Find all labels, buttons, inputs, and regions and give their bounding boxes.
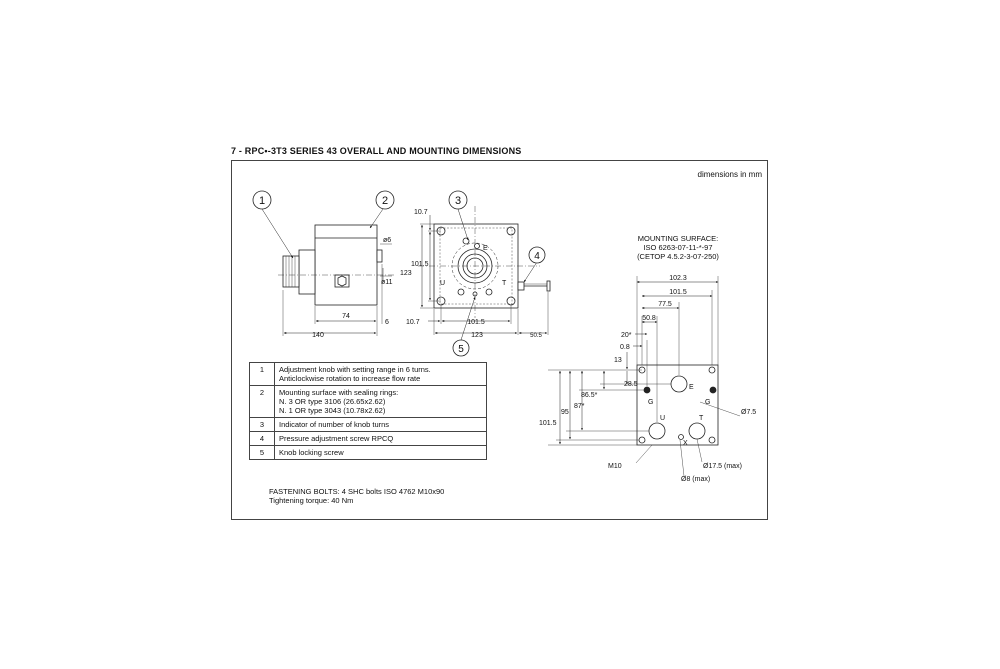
legend-row: 5 Knob locking screw (249, 445, 487, 460)
legend-number: 2 (249, 385, 275, 418)
legend-number: 3 (249, 417, 275, 432)
units-note: dimensions in mm (697, 170, 762, 179)
dim-mount-101-5-v: 101.5 (539, 420, 557, 427)
callout-2: 2 (382, 195, 388, 207)
fastening-note: FASTENING BOLTS: 4 SHC bolts ISO 4762 M1… (269, 487, 444, 505)
callout-circle-5 (452, 339, 470, 357)
legend-row: 1 Adjustment knob with setting range in … (249, 362, 487, 386)
fastening-bolts: FASTENING BOLTS: 4 SHC bolts ISO 4762 M1… (269, 487, 445, 496)
port-mount-e: E (689, 384, 694, 391)
legend-number: 5 (249, 445, 275, 460)
dim-side-d6: ø6 (383, 237, 391, 244)
dim-side-6: 6 (385, 319, 389, 326)
tightening-torque: Tightening torque: 40 Nm (269, 496, 354, 505)
legend-line: N. 3 OR type 3106 (26.65x2.62) (279, 397, 386, 406)
dim-mount-50-8: 50.8 (642, 315, 656, 322)
legend-line: Indicator of number of knob turns (279, 420, 390, 429)
dim-mount-13: 13 (614, 357, 622, 364)
dim-side-74: 74 (342, 313, 350, 320)
legend-line: Anticlockwise rotation to increase flow … (279, 374, 421, 383)
dim-side-140: 140 (312, 332, 324, 339)
dim-mount-87: 87* (574, 403, 585, 410)
legend-line: Pressure adjustment screw RPCQ (279, 434, 394, 443)
callout-circle-2 (375, 190, 395, 210)
dim-mount-101-5-h: 101.5 (669, 289, 687, 296)
callout-4: 4 (534, 251, 540, 262)
dim-front-h123: 123 (400, 270, 412, 277)
mounting-title-1: MOUNTING SURFACE: (638, 234, 718, 243)
front-view (418, 206, 551, 341)
dim-front-h10-7: 10.7 (414, 209, 428, 216)
port-mount-g-left: G (648, 399, 653, 406)
port-front-e: E (483, 245, 488, 252)
port-front-t: T (502, 280, 507, 287)
dim-mount-102-3: 102.3 (669, 275, 687, 282)
dim-mount-20: 20* (621, 332, 632, 339)
legend-row: 2 Mounting surface with sealing rings: N… (249, 385, 487, 418)
dim-mount-95: 95 (561, 409, 569, 416)
port-mount-x: X (683, 440, 688, 447)
dim-mount-77-5: 77.5 (658, 301, 672, 308)
note-d7-5: Ø7.5 (741, 409, 756, 416)
dim-mount-28-5: 28.5 (624, 381, 638, 388)
mounting-title-2: ISO 6263-07-11-*-97 (643, 243, 712, 252)
dim-front-w123: 123 (471, 332, 483, 339)
mounting-title-3: (CETOP 4.5.2-3-07-250) (637, 252, 719, 261)
legend-line: N. 1 OR type 3043 (10.78x2.62) (279, 406, 386, 415)
legend-table: 1 Adjustment knob with setting range in … (249, 362, 487, 460)
dim-mount-0-8: 0.8 (620, 344, 630, 351)
legend-text: Pressure adjustment screw RPCQ (274, 431, 487, 446)
callout-1: 1 (259, 195, 265, 207)
callout-circle-3 (448, 190, 468, 210)
legend-line: Knob locking screw (279, 448, 344, 457)
mounting-surface-view (548, 276, 741, 477)
dim-front-h101-5: 101.5 (411, 261, 429, 268)
legend-line: Mounting surface with sealing rings: (279, 388, 399, 397)
dim-front-w50-5: 50.5 (530, 333, 542, 339)
dim-front-w101-5: 101.5 (467, 319, 485, 326)
port-mount-u: U (660, 415, 665, 422)
port-front-u: U (440, 280, 445, 287)
port-mount-t: T (699, 415, 704, 422)
legend-text: Adjustment knob with setting range in 6 … (274, 362, 487, 386)
note-d17-5: Ø17.5 (max) (703, 463, 742, 470)
dim-mount-86-5: 86.5* (581, 392, 598, 399)
side-view (261, 208, 395, 336)
callout-3: 3 (455, 195, 461, 207)
section-title: 7 - RPC•-3T3 SERIES 43 OVERALL AND MOUNT… (231, 146, 522, 156)
callout-5: 5 (458, 344, 464, 355)
legend-row: 3 Indicator of number of knob turns (249, 417, 487, 432)
legend-row: 4 Pressure adjustment screw RPCQ (249, 431, 487, 446)
legend-text: Indicator of number of knob turns (274, 417, 487, 432)
legend-text: Mounting surface with sealing rings: N. … (274, 385, 487, 418)
legend-line: Adjustment knob with setting range in 6 … (279, 365, 431, 374)
legend-number: 1 (249, 362, 275, 386)
drawing-frame (231, 160, 768, 520)
note-m10: M10 (608, 463, 622, 470)
callout-circle-1 (252, 190, 272, 210)
legend-number: 4 (249, 431, 275, 446)
dim-side-d11: ø11 (381, 279, 393, 286)
note-d8: Ø8 (max) (681, 476, 710, 483)
port-mount-g-right: G (705, 399, 710, 406)
dim-front-w10-7: 10.7 (406, 319, 420, 326)
legend-text: Knob locking screw (274, 445, 487, 460)
callout-circle-4 (528, 246, 546, 264)
